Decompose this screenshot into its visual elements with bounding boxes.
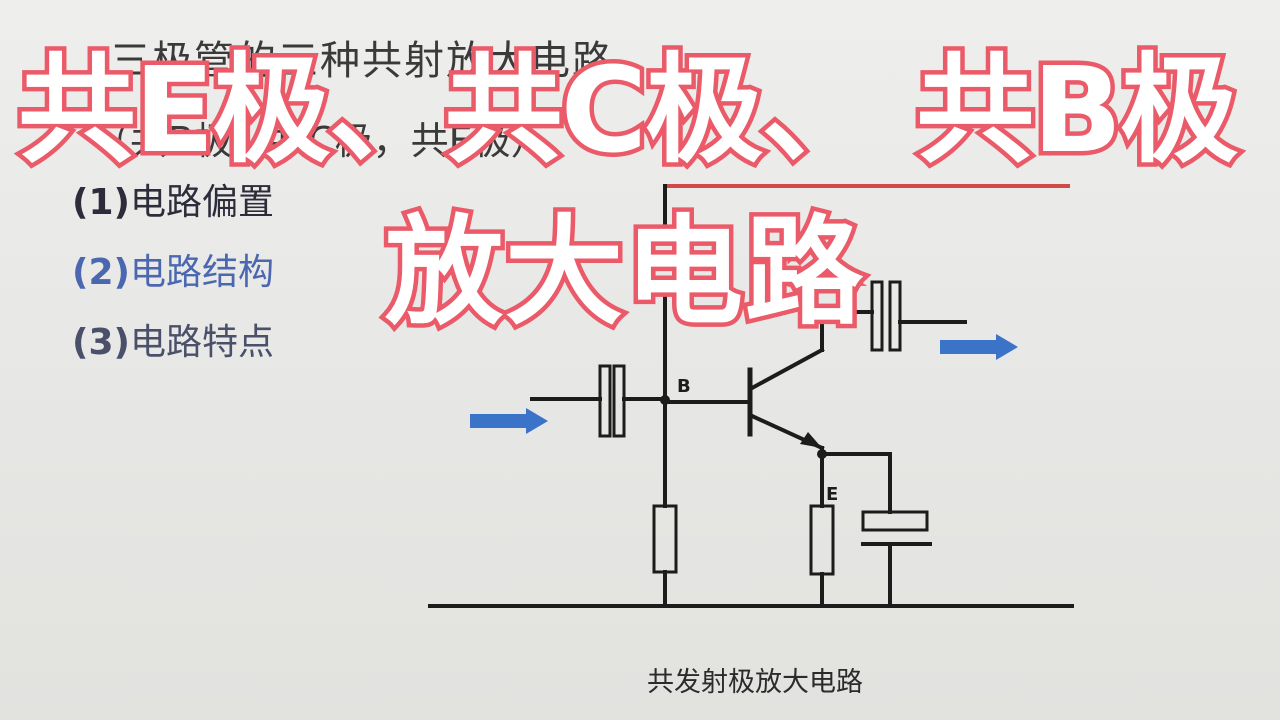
list-item-number: (2) bbox=[72, 252, 130, 293]
emitter-label: E bbox=[826, 484, 838, 505]
transistor-collector bbox=[749, 347, 825, 391]
emitter-resistor bbox=[809, 504, 835, 576]
base-label: B bbox=[677, 376, 691, 397]
output-arrow bbox=[940, 334, 1018, 360]
bypass-capacitor bbox=[861, 510, 929, 532]
bias-resistor-bottom bbox=[652, 504, 678, 574]
emitter-junction bbox=[817, 449, 827, 459]
output-cap-plate-left bbox=[870, 280, 884, 352]
list-item-number: (1) bbox=[72, 182, 130, 223]
list-item: (1)电路偏置 bbox=[72, 178, 274, 248]
input-cap-plate-left bbox=[598, 364, 612, 438]
overlay-title-line1: 共E极、共C极、 共B极 bbox=[13, 37, 1242, 184]
base-junction bbox=[660, 395, 670, 405]
collector-junction bbox=[817, 307, 827, 317]
slide-subtitle: （共B极，共C极，共E极） bbox=[92, 119, 549, 163]
topic-list: (1)电路偏置 (2)电路结构 (3)电路特点 bbox=[72, 178, 274, 388]
diagram-caption: 共发射极放大电路 bbox=[647, 667, 863, 698]
input-arrow bbox=[470, 408, 548, 434]
list-item-text: 电路特点 bbox=[129, 322, 274, 363]
slide-title: 三极管的三种共射放大电路 bbox=[110, 38, 614, 84]
emitter-arrow bbox=[800, 432, 822, 448]
list-item: (2)电路结构 bbox=[72, 248, 274, 318]
output-cap-plate-right bbox=[888, 280, 902, 352]
list-item-number: (3) bbox=[72, 322, 130, 363]
overlay-title-line2: 放大电路 bbox=[380, 199, 867, 346]
list-item-text: 电路结构 bbox=[129, 252, 274, 293]
list-item: (3)电路特点 bbox=[72, 318, 274, 388]
list-item-text: 电路偏置 bbox=[129, 182, 274, 223]
